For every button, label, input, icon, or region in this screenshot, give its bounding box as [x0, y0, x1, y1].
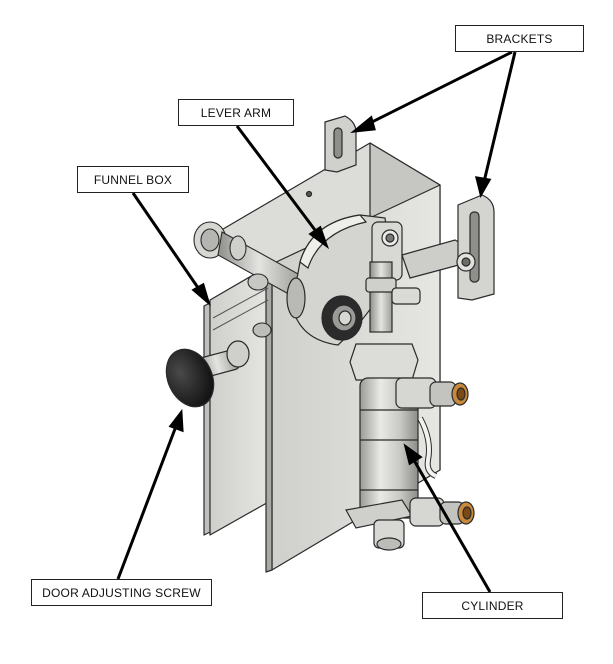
label-funnel-box: FUNNEL BOX	[77, 166, 189, 193]
door-adjusting-screw	[165, 340, 250, 408]
leader-funnel-box	[131, 192, 205, 296]
leader-door-screw	[116, 420, 180, 580]
cylinder	[345, 261, 475, 551]
lever-arm	[286, 214, 403, 346]
pivot-shaft	[193, 221, 301, 338]
label-lever-arm: LEVER ARM	[178, 99, 294, 126]
leader-cylinder	[409, 454, 492, 593]
leader-brackets-to-right	[481, 51, 517, 187]
leader-brackets-to-left	[361, 50, 513, 129]
label-brackets: BRACKETS	[455, 25, 584, 52]
label-door-adjusting-screw: DOOR ADJUSTING SCREW	[31, 579, 212, 606]
label-cylinder: CYLINDER	[422, 592, 563, 619]
bracket-left	[324, 115, 357, 173]
bracket-right	[401, 194, 495, 301]
leader-lines	[116, 50, 517, 593]
leader-lever-arm	[235, 125, 323, 239]
